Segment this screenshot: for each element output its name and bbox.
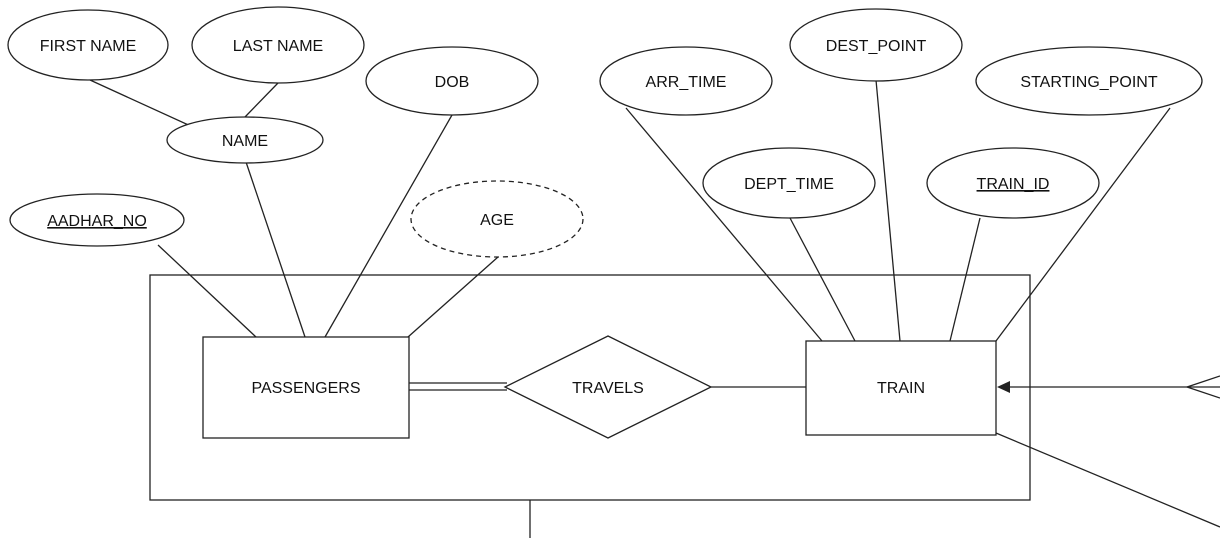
connector-startingpoint-train (995, 107, 1171, 342)
connector-aadhar-passengers (157, 244, 257, 338)
attribute-train-id-label: TRAIN_ID (977, 176, 1050, 193)
connector-destpoint-train (875, 79, 901, 342)
attribute-arr-time[interactable]: ARR_TIME (599, 46, 773, 116)
relationship-travels[interactable]: TRAVELS (503, 335, 713, 439)
connector-firstname-name (89, 79, 196, 129)
connector-train-lower-right (995, 432, 1220, 528)
attribute-dept-time[interactable]: DEPT_TIME (702, 147, 876, 219)
attribute-starting-point-label: STARTING_POINT (1020, 74, 1157, 91)
entity-train[interactable]: TRAIN (805, 340, 997, 436)
relationship-travels-label: TRAVELS (572, 380, 644, 397)
attribute-dob-label: DOB (435, 74, 470, 91)
connector-dob-passengers (324, 114, 453, 338)
attribute-dest-point[interactable]: DEST_POINT (789, 8, 963, 82)
attribute-first-name-label: FIRST NAME (40, 38, 137, 55)
connector-age-passengers (407, 256, 499, 338)
attribute-dest-point-label: DEST_POINT (826, 38, 927, 55)
arrowhead-icon (997, 381, 1010, 393)
attribute-name[interactable]: NAME (166, 116, 324, 164)
connector-name-passengers (245, 161, 306, 338)
attribute-aadhar-no[interactable]: AADHAR_NO (9, 193, 185, 247)
attribute-aadhar-no-label: AADHAR_NO (47, 213, 147, 230)
entity-passengers-label: PASSENGERS (251, 380, 360, 397)
attribute-age-label: AGE (480, 212, 514, 229)
attribute-dob[interactable]: DOB (365, 46, 539, 116)
attribute-first-name[interactable]: FIRST NAME (7, 9, 169, 81)
attribute-name-label: NAME (222, 133, 268, 150)
connector-trainid-train (949, 217, 981, 342)
connector-lastname-name (244, 82, 279, 118)
attribute-age-derived[interactable]: AGE (410, 180, 584, 258)
attribute-dept-time-label: DEPT_TIME (744, 176, 834, 193)
attribute-arr-time-label: ARR_TIME (646, 74, 727, 91)
entity-passengers[interactable]: PASSENGERS (202, 336, 410, 439)
entity-train-label: TRAIN (877, 380, 925, 397)
connector-arrtime-train (625, 107, 823, 342)
attribute-train-id[interactable]: TRAIN_ID (926, 147, 1100, 219)
attribute-last-name-label: LAST NAME (233, 38, 323, 55)
attribute-last-name[interactable]: LAST NAME (191, 6, 365, 84)
attribute-starting-point[interactable]: STARTING_POINT (975, 46, 1203, 116)
crowfoot-icon (1184, 375, 1220, 399)
connector-depttime-train (789, 217, 856, 342)
